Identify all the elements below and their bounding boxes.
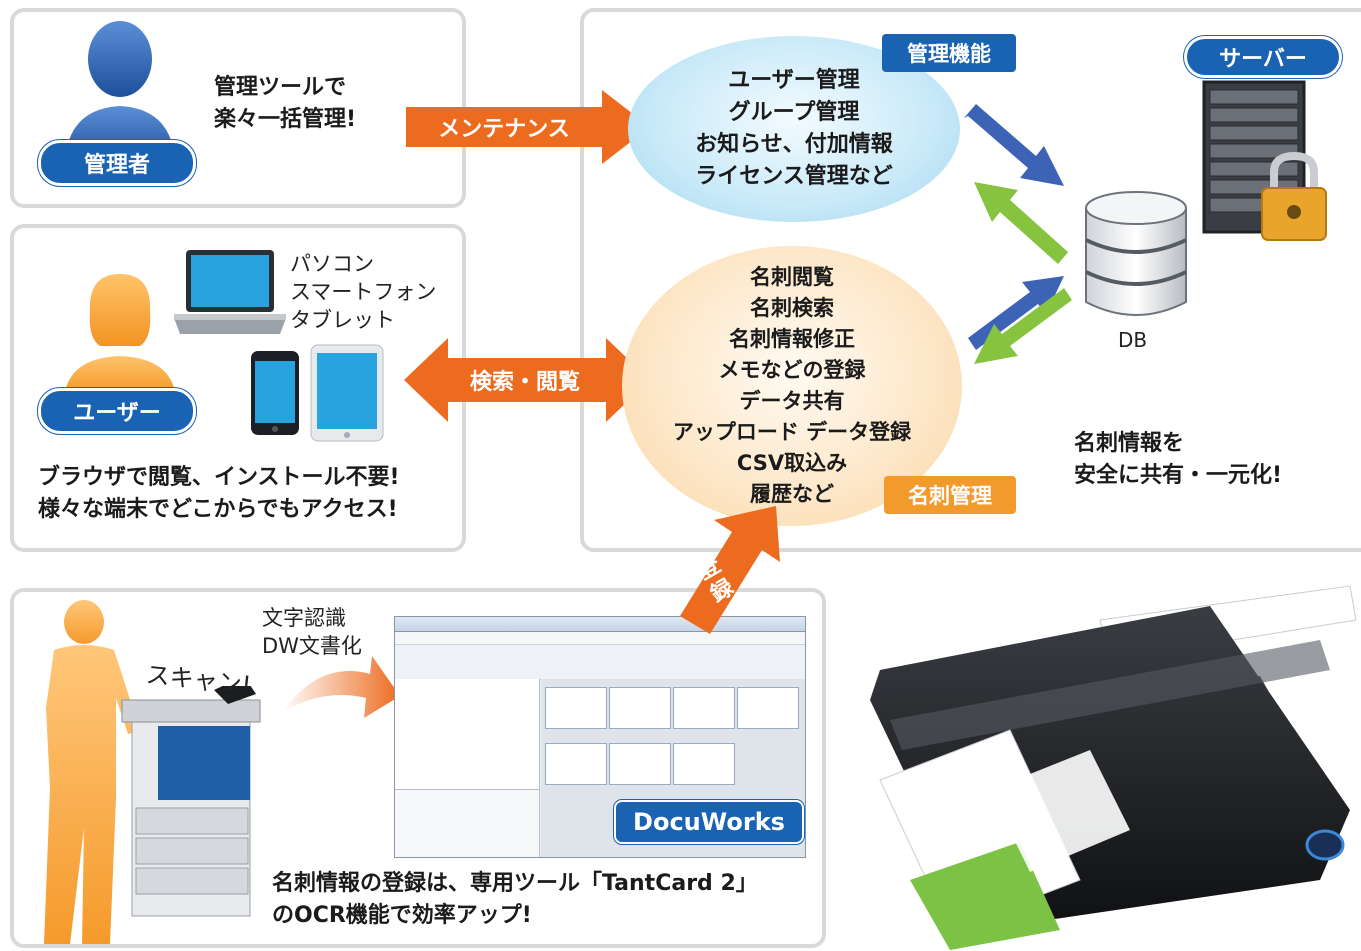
- server-caption-line1: 名刺情報を: [1074, 431, 1185, 456]
- card-function-item: メモなどの登録: [718, 358, 866, 382]
- device-list: パソコン スマートフォン タブレット: [290, 250, 436, 334]
- register-arrow-icon: [680, 506, 780, 634]
- scan-caption-line2: のOCR機能で効率アップ!: [272, 903, 532, 928]
- user-role-badge: ユーザー: [38, 388, 196, 434]
- db-label: DB: [1118, 328, 1148, 352]
- scan-caption: 名刺情報の登録は、専用ツール「TantCard 2」 のOCR機能で効率アップ!: [272, 868, 758, 932]
- admin-caption-line2: 楽々一括管理!: [214, 107, 357, 132]
- ocr-label-line1: 文字認識: [262, 606, 346, 630]
- business-card-thumbnail: [545, 743, 607, 785]
- maintenance-arrow-label: メンテナンス: [438, 117, 570, 142]
- card-function-item: 名刺閲覧: [750, 265, 834, 289]
- smartphone-icon: [251, 351, 299, 435]
- business-card-thumbnail: [737, 687, 799, 729]
- business-card-thumbnail: [545, 687, 607, 729]
- ocr-label-line2: DW文書化: [262, 634, 362, 658]
- maintenance-arrow-icon: [406, 90, 650, 164]
- scan-caption-line1: 名刺情報の登録は、専用ツール「TantCard 2」: [272, 871, 758, 896]
- docuworks-property-pane: [395, 789, 540, 857]
- curved-arrow-icon: [282, 656, 400, 718]
- admin-caption-line1: 管理ツールで: [214, 75, 347, 100]
- card-management-tag: 名刺管理: [884, 476, 1016, 514]
- user-caption: ブラウザで閲覧、インストール不要! 様々な端末でどこからでもアクセス!: [38, 462, 400, 526]
- user-caption-line2: 様々な端末でどこからでもアクセス!: [38, 497, 398, 522]
- business-card-thumbnail: [609, 743, 671, 785]
- admin-caption: 管理ツールで 楽々一括管理!: [214, 72, 356, 136]
- search-view-arrow-icon: [404, 338, 650, 422]
- admin-function-item: グループ管理: [728, 100, 860, 125]
- admin-functions-bubble: ユーザー管理 グループ管理 お知らせ、付加情報 ライセンス管理など: [628, 36, 960, 222]
- database-icon: [1085, 191, 1187, 316]
- server-rack-icon: [1202, 80, 1327, 241]
- search-view-arrow-label: 検索・閲覧: [469, 370, 580, 395]
- device-smartphone-label: スマートフォン: [290, 280, 437, 304]
- business-card-thumbnail: [673, 687, 735, 729]
- docuworks-label: DocuWorks: [614, 800, 804, 844]
- device-pc-label: パソコン: [290, 252, 374, 276]
- card-function-item: 名刺検索: [750, 296, 834, 320]
- user-caption-line1: ブラウザで閲覧、インストール不要!: [38, 465, 400, 490]
- sync-arrows-icon: [964, 104, 1072, 364]
- server-caption: 名刺情報を 安全に共有・一元化!: [1074, 428, 1282, 492]
- docuworks-tree-pane: [395, 679, 540, 789]
- tablet-icon: [310, 344, 384, 442]
- card-function-item: CSV取込み: [736, 451, 848, 475]
- docuworks-menubar: [395, 632, 805, 645]
- server-label: サーバー: [1219, 47, 1307, 72]
- docuworks-toolbar: [395, 645, 805, 680]
- admin-role-label: 管理者: [83, 153, 150, 178]
- ocr-label: 文字認識 DW文書化: [262, 604, 362, 660]
- admin-functions-tag: 管理機能: [882, 34, 1016, 72]
- card-function-item: 履歴など: [750, 482, 834, 506]
- card-function-item: 名刺情報修正: [729, 327, 855, 351]
- server-badge: サーバー: [1184, 36, 1342, 78]
- laptop-icon: [174, 250, 286, 334]
- admin-function-item: お知らせ、付加情報: [695, 132, 893, 157]
- card-function-item: データ共有: [739, 389, 845, 413]
- operator-silhouette-icon: [44, 600, 142, 944]
- copier-icon: [121, 686, 261, 917]
- server-caption-line2: 安全に共有・一元化!: [1074, 463, 1283, 488]
- business-card-thumbnail: [609, 687, 671, 729]
- user-avatar-icon: [64, 274, 176, 398]
- card-function-item: アップロード データ登録: [672, 420, 912, 444]
- scanner-photo: [870, 585, 1357, 950]
- device-tablet-label: タブレット: [290, 308, 395, 332]
- admin-function-item: ライセンス管理など: [695, 164, 893, 189]
- user-role-label: ユーザー: [73, 401, 161, 426]
- admin-role-badge: 管理者: [38, 140, 196, 186]
- admin-function-item: ユーザー管理: [728, 68, 860, 93]
- business-card-thumbnail: [673, 743, 735, 785]
